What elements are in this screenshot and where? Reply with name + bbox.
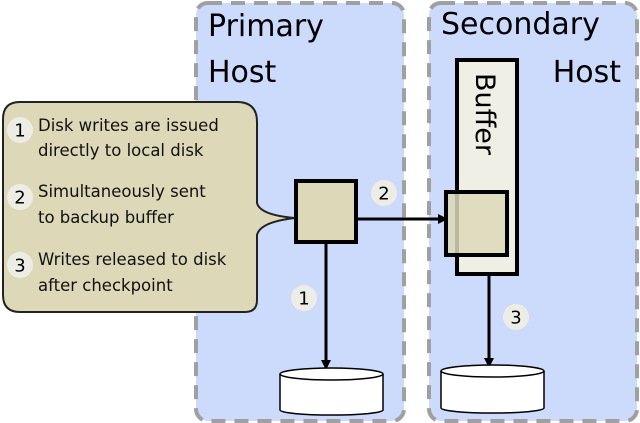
secondary-disk-icon bbox=[440, 364, 545, 414]
buffered-write-block bbox=[444, 190, 509, 257]
arrow-badge-2 bbox=[371, 180, 397, 206]
arrow-badge-1 bbox=[291, 285, 317, 311]
step-3-line1: Writes released to disk bbox=[38, 250, 227, 269]
primary-host-title-line1: Primary bbox=[208, 9, 324, 44]
step-badge-2 bbox=[7, 184, 33, 210]
step-1-line1: Disk writes are issued bbox=[38, 116, 219, 135]
primary-write-block bbox=[294, 179, 358, 244]
step-badge-3 bbox=[7, 252, 33, 278]
callout-bubble bbox=[2, 101, 296, 313]
arrow-label-2: 2 bbox=[378, 184, 389, 205]
primary-host-title-line2: Host bbox=[208, 55, 277, 90]
step-2-line2: to backup buffer bbox=[38, 208, 174, 227]
step-number-1: 1 bbox=[14, 121, 25, 142]
step-number-3: 3 bbox=[14, 256, 25, 277]
arrow-label-1: 1 bbox=[298, 289, 309, 310]
primary-disk-icon bbox=[279, 367, 384, 416]
buffer-label: Buffer bbox=[469, 73, 500, 156]
secondary-host-title-line2: Host bbox=[553, 55, 622, 90]
arrow-label-3: 3 bbox=[510, 308, 521, 329]
step-badge-1 bbox=[7, 117, 33, 143]
step-2-line1: Simultaneously sent bbox=[38, 182, 206, 201]
step-3-line2: after checkpoint bbox=[38, 276, 173, 295]
step-1-line2: directly to local disk bbox=[38, 141, 204, 160]
step-number-2: 2 bbox=[14, 188, 25, 209]
callout: 1 Disk writes are issued directly to loc… bbox=[2, 101, 296, 313]
secondary-host-title-line1: Secondary bbox=[441, 7, 600, 42]
arrow-badge-3 bbox=[503, 304, 529, 330]
